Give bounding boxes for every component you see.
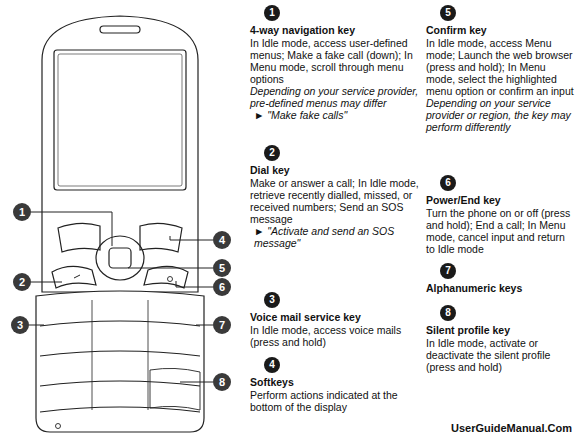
callout-number: 7 bbox=[219, 319, 225, 331]
key-description: 8Silent profile keyIn Idle mode, activat… bbox=[426, 305, 576, 373]
number-circle: 6 bbox=[440, 175, 456, 191]
key-description: 7Alphanumeric keys bbox=[426, 263, 576, 295]
description-text: Make or answer a call; In Idle mode, ret… bbox=[250, 177, 420, 225]
callout-number: 2 bbox=[19, 276, 25, 288]
number-circle: 1 bbox=[264, 5, 280, 21]
cross-reference: ► "Activate and send an SOS message" bbox=[250, 225, 420, 249]
callout-number: 4 bbox=[219, 234, 225, 246]
callout-number: 8 bbox=[219, 376, 225, 388]
callout-number: 5 bbox=[219, 262, 225, 274]
callout-number: 3 bbox=[17, 319, 23, 331]
key-description: 2Dial keyMake or answer a call; In Idle … bbox=[250, 145, 420, 249]
number-circle: 8 bbox=[440, 305, 456, 321]
callout-circle: 4 bbox=[213, 231, 231, 249]
callout-number: 7 bbox=[445, 265, 451, 276]
callout-circle: 1 bbox=[13, 203, 31, 221]
note-text: Depending on your service provider, pre-… bbox=[250, 85, 420, 109]
callout-number: 8 bbox=[445, 307, 451, 318]
callout-number: 3 bbox=[269, 294, 275, 305]
callout-circle: 5 bbox=[213, 259, 231, 277]
number-circle: 5 bbox=[440, 5, 456, 21]
callout-number: 1 bbox=[269, 7, 275, 18]
callout-number: 6 bbox=[219, 281, 225, 293]
watermark: UserGuideManual.Com bbox=[451, 422, 572, 434]
callout-number: 4 bbox=[269, 359, 275, 370]
description-text: Perform actions indicated at the bottom … bbox=[250, 389, 420, 413]
key-name: Softkeys bbox=[250, 376, 420, 388]
callout-circle: 3 bbox=[11, 316, 29, 334]
key-name: Alphanumeric keys bbox=[426, 282, 576, 294]
number-circle: 3 bbox=[264, 292, 280, 308]
number-circle: 2 bbox=[264, 145, 280, 161]
description-text: Turn the phone on or off (press and hold… bbox=[426, 207, 576, 255]
callout-number: 5 bbox=[445, 7, 451, 18]
note-text: Depending on your service provider or re… bbox=[426, 97, 576, 133]
key-name: Voice mail service key bbox=[250, 311, 420, 323]
callout-circle: 8 bbox=[213, 373, 231, 391]
key-description: 6Power/End keyTurn the phone on or off (… bbox=[426, 175, 576, 255]
key-description: 3Voice mail service keyIn Idle mode, acc… bbox=[250, 292, 420, 348]
key-name: Power/End key bbox=[426, 194, 576, 206]
callout-number: 6 bbox=[445, 177, 451, 188]
callout-circle: 2 bbox=[13, 273, 31, 291]
description-text: In Idle mode, access Menu mode; Launch t… bbox=[426, 37, 576, 97]
key-name: Silent profile key bbox=[426, 324, 576, 336]
callout-number: 2 bbox=[269, 147, 275, 158]
key-name: Dial key bbox=[250, 164, 420, 176]
key-description: 5Confirm keyIn Idle mode, access Menu mo… bbox=[426, 5, 576, 133]
description-text: In Idle mode, activate or deactivate the… bbox=[426, 337, 576, 373]
callout-number: 1 bbox=[19, 206, 25, 218]
key-description: 1 4-way navigation keyIn Idle mode, acces… bbox=[250, 5, 420, 121]
key-name: 4-way navigation key bbox=[250, 24, 420, 36]
key-name: Confirm key bbox=[426, 24, 576, 36]
key-description: 4SoftkeysPerform actions indicated at th… bbox=[250, 357, 420, 413]
description-text: In Idle mode, access user-defined menus;… bbox=[250, 37, 420, 85]
number-circle: 4 bbox=[264, 357, 280, 373]
callout-circle: 7 bbox=[213, 316, 231, 334]
description-text: In Idle mode, access voice mails (press … bbox=[250, 324, 420, 348]
cross-reference: ► "Make fake calls" bbox=[250, 109, 420, 121]
number-circle: 7 bbox=[440, 263, 456, 279]
callout-circle: 6 bbox=[213, 278, 231, 296]
